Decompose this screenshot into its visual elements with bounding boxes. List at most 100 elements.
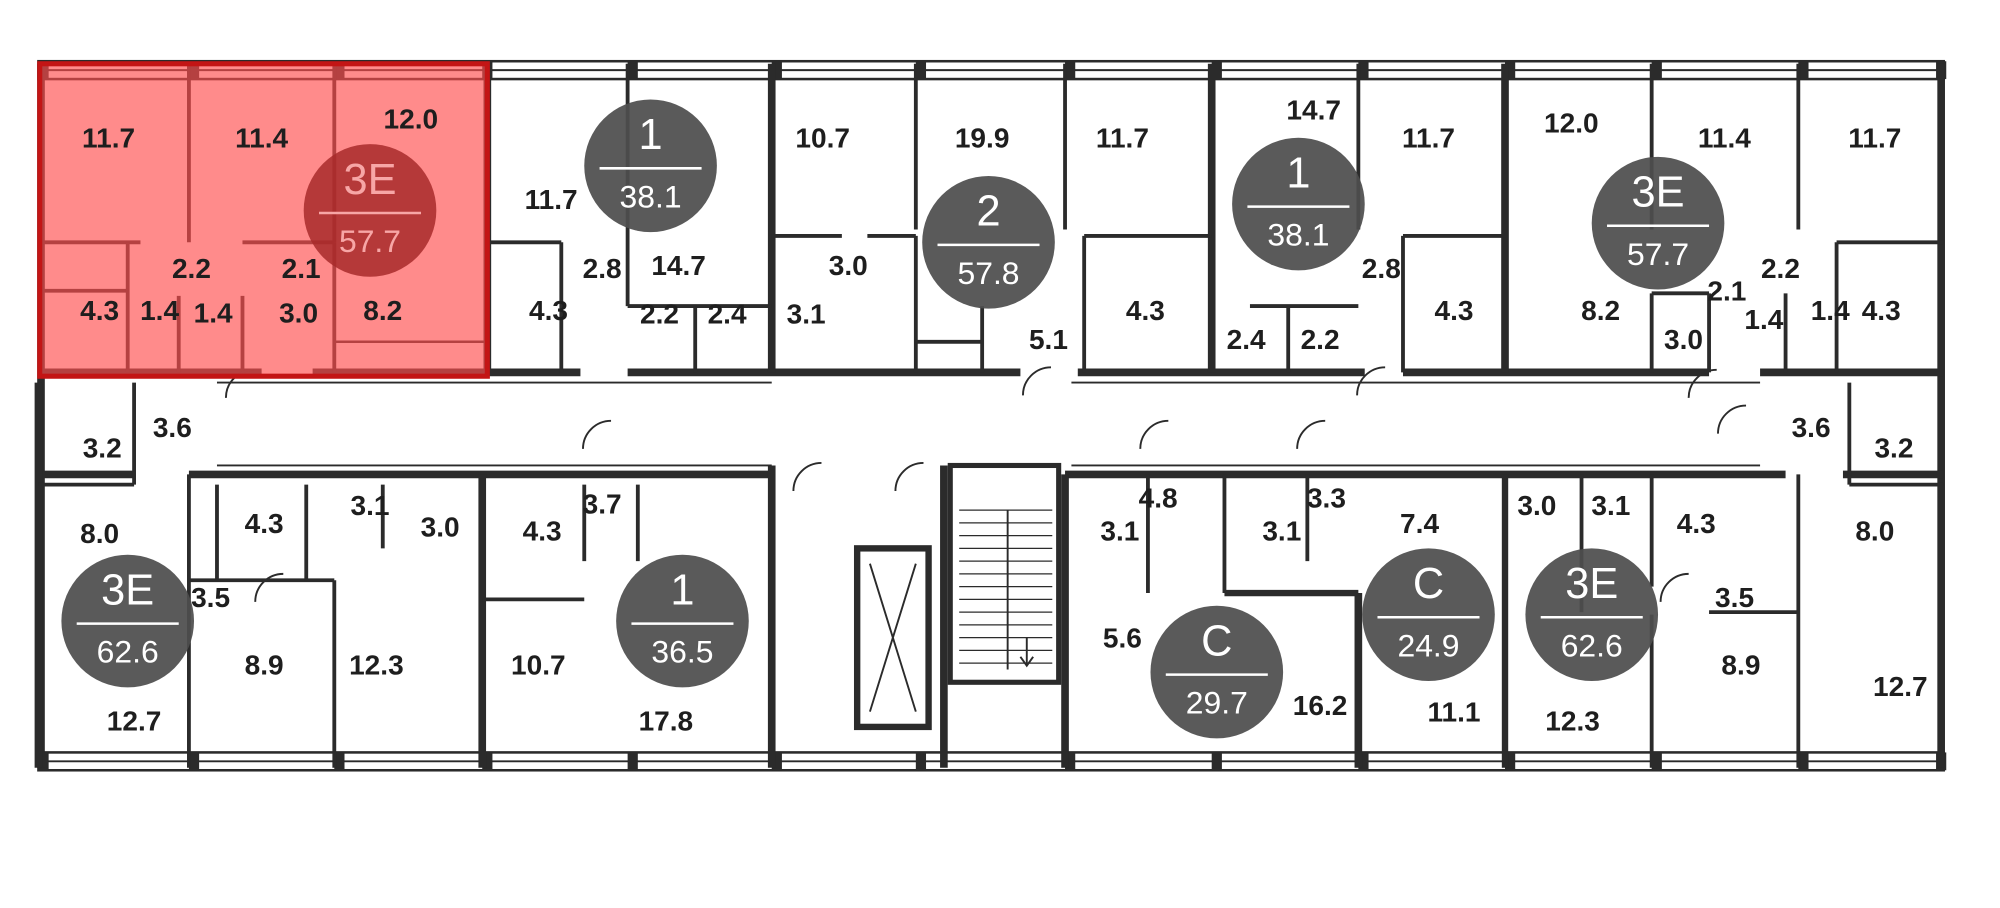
door-swing	[1296, 419, 1326, 449]
pillar	[1505, 61, 1516, 80]
pillar	[1211, 752, 1222, 771]
room-area-label: 4.3	[523, 515, 562, 546]
apartment-total-area: 29.7	[1186, 685, 1248, 721]
apartment-badge[interactable]: 257.8	[922, 175, 1055, 309]
apartment-type: 1	[670, 566, 694, 614]
room-area-label: 16.2	[1293, 690, 1348, 721]
room-area-label: 11.7	[82, 123, 135, 154]
pillar	[627, 61, 638, 80]
apartment-badge[interactable]: 138.1	[1232, 137, 1365, 271]
pillar	[915, 752, 927, 771]
room-area-label: 4.3	[1435, 295, 1474, 326]
badge-circle	[1591, 156, 1725, 290]
door-swing	[1659, 572, 1689, 602]
apartment-badge[interactable]: 138.1	[584, 99, 717, 233]
room-area-label: 2.4	[708, 299, 747, 330]
badge-circle	[616, 554, 749, 688]
elevator-cross-icon	[869, 563, 917, 712]
room-area-label: 3.0	[829, 250, 868, 281]
apartment-total-area: 57.7	[339, 223, 401, 259]
room-area-label: 8.9	[245, 649, 284, 680]
room-area-label: 3.5	[191, 582, 230, 613]
room-area-label: 1.4	[140, 295, 179, 326]
room-area-label: 12.7	[1873, 671, 1928, 702]
room-area-label: 14.7	[1286, 95, 1341, 126]
room-area-label: 4.3	[1126, 295, 1165, 326]
badge-circle	[303, 144, 437, 277]
pillar	[188, 752, 200, 771]
room-area-label: 12.0	[1544, 107, 1599, 138]
pillar	[1651, 61, 1662, 80]
apartment-total-area: 38.1	[620, 178, 682, 214]
pillar	[771, 61, 782, 80]
stair-arrow-icon	[1019, 637, 1034, 668]
apartment-type: 3E	[101, 566, 154, 614]
apartment-type: 3E	[1632, 169, 1685, 217]
apartment-badge[interactable]: 136.5	[616, 554, 749, 688]
room-area-label: 3.6	[153, 412, 192, 443]
room-area-label: 5.6	[1103, 623, 1142, 654]
apartment-type: 1	[639, 111, 663, 159]
apartment-type: 1	[1286, 149, 1310, 197]
apartment-type: 3E	[343, 156, 396, 204]
room-area-label: 3.0	[1664, 324, 1703, 355]
room-area-label: 1.4	[1744, 304, 1783, 335]
apartment-badge[interactable]: 3E 62.6	[61, 554, 195, 688]
room-area-label: 11.4	[235, 123, 288, 154]
door-swing	[1687, 368, 1717, 398]
pillar	[1798, 61, 1809, 80]
room-area-label: 11.7	[525, 184, 578, 215]
apartment-total-area: 24.9	[1397, 627, 1459, 663]
room-area-label: 1.4	[1811, 295, 1850, 326]
apartment-badge[interactable]: 3E 57.7	[303, 144, 437, 277]
room-area-label: 4.3	[1677, 508, 1716, 539]
room-area-label: 7.4	[1400, 508, 1439, 539]
door-swing	[1356, 366, 1386, 396]
apartment-total-area: 38.1	[1267, 217, 1329, 253]
room-area-label: 2.4	[1227, 324, 1266, 355]
apartment-type: C	[1201, 617, 1232, 665]
apartment-total-area: 62.6	[97, 634, 159, 670]
room-area-label: 1.4	[194, 297, 233, 328]
pillar	[1065, 752, 1076, 771]
room-area-label: 12.0	[384, 104, 439, 135]
pillar	[1651, 752, 1662, 771]
door-swing	[1021, 366, 1052, 396]
room-area-label: 5.1	[1029, 324, 1068, 355]
room-area-label: 4.3	[245, 508, 284, 539]
room-area-label: 2.2	[172, 253, 211, 284]
apartment-total-area: 36.5	[651, 634, 713, 670]
badge-circle	[61, 554, 195, 688]
room-area-label: 3.0	[421, 512, 460, 543]
room-area-label: 2.2	[1761, 253, 1800, 284]
room-area-label: 8.0	[1855, 515, 1894, 546]
room-area-label: 8.2	[1581, 295, 1620, 326]
apartment-type: 3E	[1565, 560, 1618, 608]
room-area-label: 11.7	[1096, 123, 1149, 154]
room-area-label: 19.9	[955, 123, 1010, 154]
apartment-badge[interactable]: C24.9	[1362, 548, 1495, 681]
room-area-label: 4.3	[80, 295, 119, 326]
pillar	[1358, 61, 1369, 80]
room-area-label: 11.4	[1698, 123, 1751, 154]
room-area-label: 8.9	[1721, 649, 1760, 680]
pillar	[1358, 752, 1369, 771]
apartment-badge[interactable]: C 29.7	[1150, 605, 1284, 739]
pillar	[627, 752, 638, 771]
pillar	[1798, 752, 1809, 771]
badge-circle	[1362, 548, 1495, 681]
